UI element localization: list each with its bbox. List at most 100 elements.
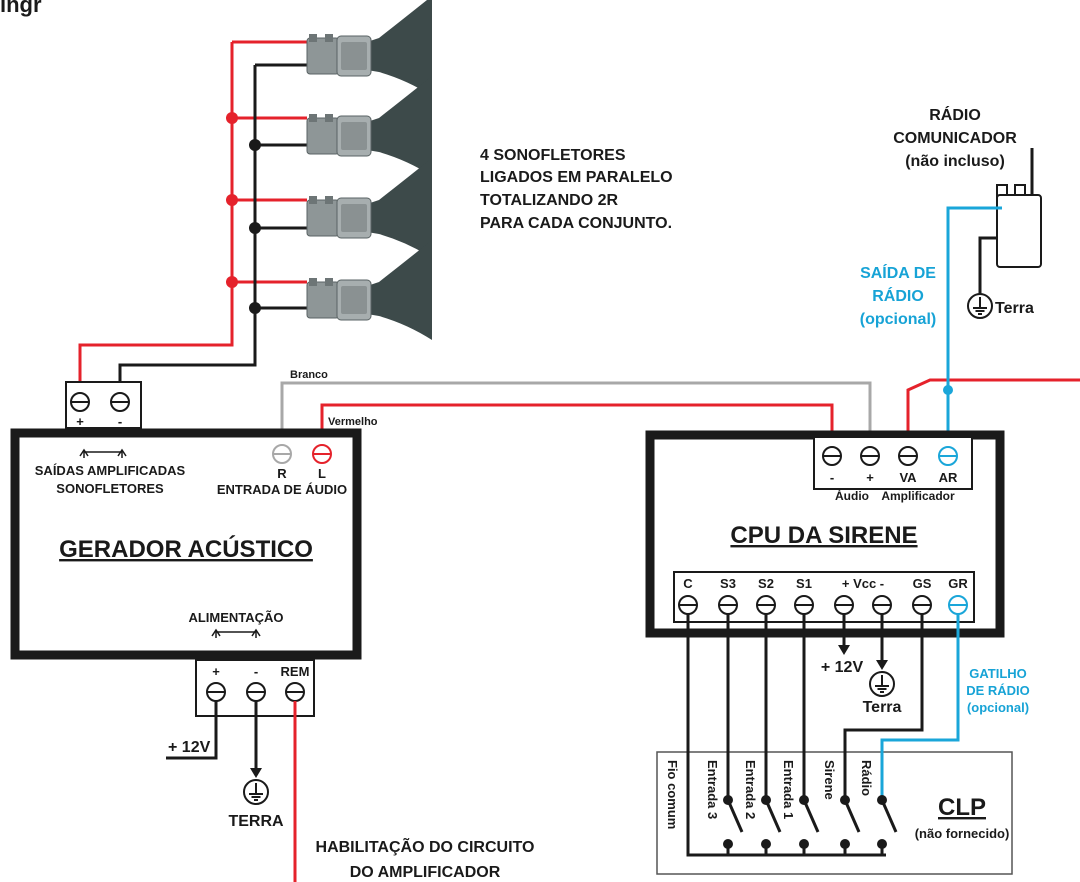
audio-l-label: L <box>318 466 326 481</box>
power-plus-label: + <box>212 664 220 679</box>
junction-dot <box>249 222 261 234</box>
radio-output-line: (opcional) <box>860 311 936 328</box>
wire-label-white: Branco <box>290 369 328 381</box>
cpu-supply-label: + 12V <box>821 659 864 676</box>
generator-box <box>10 428 362 660</box>
terminal-screw-icon <box>206 682 226 702</box>
note-line: PARA CADA CONJUNTO. <box>480 215 672 232</box>
wire-label-red: Vermelho <box>328 416 378 428</box>
power-minus-label: - <box>254 664 258 679</box>
terminal-screw-icon <box>110 392 130 412</box>
speaker-plus-label: + <box>76 414 84 429</box>
enable-label: DO AMPLIFICADOR <box>350 864 501 881</box>
switch-contact <box>877 795 887 805</box>
red-audio-wire <box>320 403 834 445</box>
white-audio-wire <box>280 381 872 445</box>
trigger-label: GATILHO <box>969 666 1027 681</box>
speaker-out-label: SAÍDAS AMPLIFICADAS <box>35 463 186 478</box>
terminal-screw-icon <box>678 595 698 615</box>
generator-supply-label: + 12V <box>168 739 211 756</box>
speaker-array <box>78 0 433 382</box>
radio-output-wire <box>946 206 1002 445</box>
cpu-bottom-terminal-label: S1 <box>796 576 812 591</box>
power-label: ALIMENTAÇÃO <box>188 610 283 625</box>
cpu-bottom-terminal-label: C <box>683 576 693 591</box>
cpu-bottom-terminal-label: S3 <box>720 576 736 591</box>
clp-input-label: Entrada 1 <box>781 760 796 819</box>
cpu-bottom-terminal-label: GR <box>948 576 968 591</box>
clp-input-label: Rádio <box>859 760 874 796</box>
terminal-screw-icon <box>70 392 90 412</box>
terminal-screw-icon <box>860 446 880 466</box>
trigger-label: (opcional) <box>967 700 1029 715</box>
audio-in-label: ENTRADA DE ÁUDIO <box>217 482 347 497</box>
radio-ground-label: Terra <box>995 300 1034 317</box>
cpu-bottom-terminal-label: S2 <box>758 576 774 591</box>
terminal-screw-icon <box>822 446 842 466</box>
cpu-top-terminal-label: + <box>866 470 874 485</box>
clp-subtitle: (não fornecido) <box>915 826 1010 841</box>
horn-speaker-icon <box>306 75 433 177</box>
junction-dot <box>249 139 261 151</box>
radio-title-line: (não incluso) <box>905 153 1005 170</box>
radio-output-line: RÁDIO <box>872 286 924 305</box>
note-line: LIGADOS EM PARALELO <box>480 169 673 186</box>
switch-contact <box>799 795 809 805</box>
acoustic-generator: + - SAÍDAS AMPLIFICADAS SONOFLETORES R L… <box>10 381 535 882</box>
power-rem-label: REM <box>281 664 310 679</box>
horn-speaker-icon <box>306 0 433 97</box>
switch-contact <box>840 795 850 805</box>
ground-icon <box>967 293 993 319</box>
radio-icon <box>996 194 1042 268</box>
cpu-bottom-terminal-label: GS <box>913 576 932 591</box>
clp-input-label: Entrada 2 <box>743 760 758 819</box>
ground-icon <box>243 779 269 805</box>
clp-title: CLP <box>938 794 986 821</box>
switch-contact <box>723 795 733 805</box>
note-line: TOTALIZANDO 2R <box>480 192 619 209</box>
speaker-minus-label: - <box>118 414 122 429</box>
radio-title-line: RÁDIO <box>929 105 981 124</box>
junction-dot <box>226 112 238 124</box>
terminal-screw-icon <box>285 682 305 702</box>
terminal-screw-icon <box>872 595 892 615</box>
switch-contact <box>761 795 771 805</box>
ground-icon <box>869 671 895 697</box>
generator-ground-label: TERRA <box>228 813 284 830</box>
audio-r-label: R <box>277 466 287 481</box>
horn-speaker-icon <box>306 157 433 259</box>
terminal-screw-icon <box>794 595 814 615</box>
radio-title-line: COMUNICADOR <box>893 130 1017 147</box>
terminal-screw-icon <box>898 446 918 466</box>
amplifier-wire <box>906 378 1080 445</box>
amp-group-label: Amplificador <box>881 489 955 503</box>
enable-label: HABILITAÇÃO DO CIRCUITO <box>316 836 535 856</box>
terminal-screw-icon <box>718 595 738 615</box>
speaker-out-label: SONOFLETORES <box>56 481 164 496</box>
radio-output-line: SAÍDA DE <box>860 263 936 282</box>
clp-input-label: Sirene <box>822 760 837 800</box>
note-line: 4 SONOFLETORES <box>480 147 626 164</box>
audio-group-label: Áudio <box>835 488 869 503</box>
header-fragment: ingr <box>0 0 42 17</box>
plc-clp: Fio comum Entrada 3 Entrada 2 Entrada 1 … <box>656 614 1013 875</box>
terminal-screw-icon <box>834 595 854 615</box>
radio-communicator: RÁDIO COMUNICADOR (não incluso) Terra SA… <box>860 105 1042 445</box>
terminal-screw-icon <box>246 682 266 702</box>
cpu-title: CPU DA SIRENE <box>730 522 917 549</box>
terminal-screw-icon <box>756 595 776 615</box>
junction-dot <box>226 194 238 206</box>
terminal-screw-icon <box>912 595 932 615</box>
siren-cpu: - + VA AR Áudio Amplificador CPU DA SIRE… <box>645 430 1030 716</box>
cpu-ground-label: Terra <box>863 699 902 716</box>
clp-input-label: Entrada 3 <box>705 760 720 819</box>
generator-title: GERADOR ACÚSTICO <box>59 535 313 563</box>
clp-input-label: Fio comum <box>665 760 680 829</box>
trigger-label: DE RÁDIO <box>966 683 1030 698</box>
cpu-bottom-terminal-label: + Vcc - <box>842 576 884 591</box>
speaker-note: 4 SONOFLETORES LIGADOS EM PARALELO TOTAL… <box>480 147 673 232</box>
horn-speaker-icon <box>306 239 433 341</box>
cpu-top-terminal-label: AR <box>939 470 958 485</box>
cpu-top-terminal-label: - <box>830 470 834 485</box>
